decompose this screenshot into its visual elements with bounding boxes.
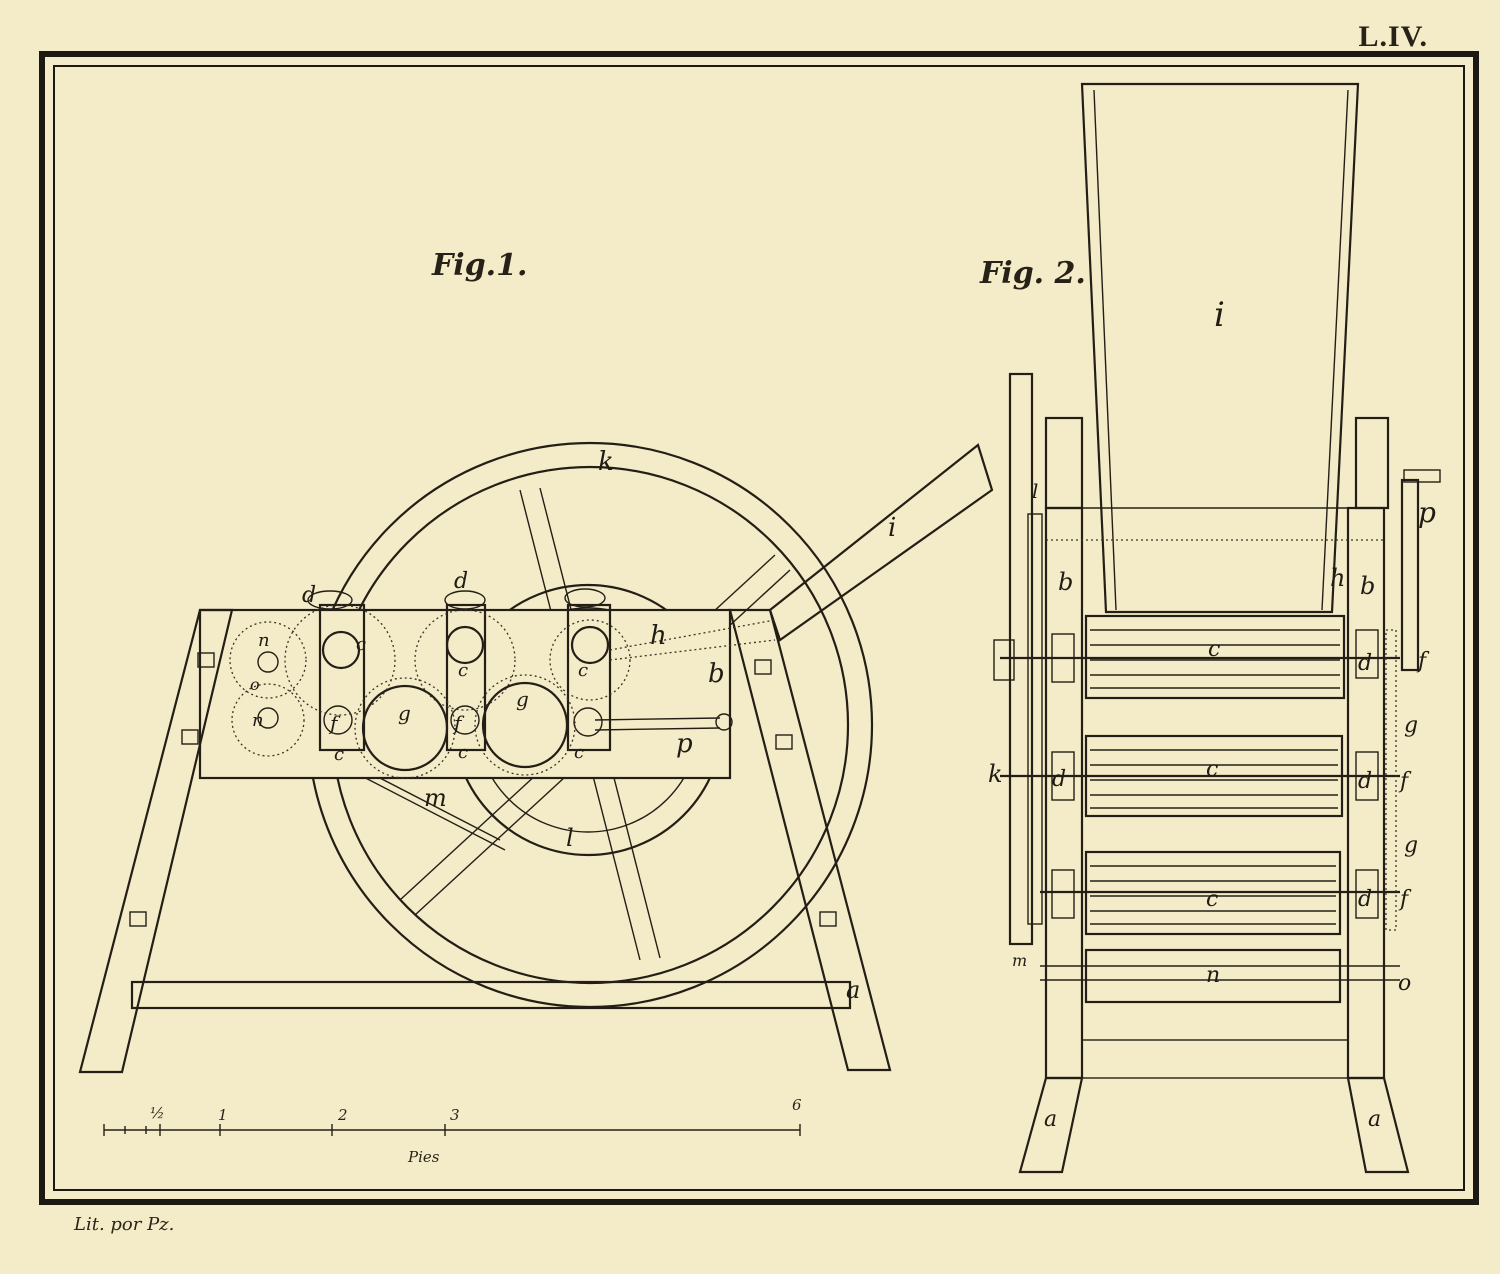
inner-frame xyxy=(53,65,1465,1191)
scale-tick-3: 3 xyxy=(450,1106,460,1124)
fig1-label-h: h xyxy=(650,621,667,651)
fig2-label-g1: g xyxy=(1404,713,1418,738)
fig2-label-d1: d xyxy=(1358,651,1372,676)
fig1-label-d1: d xyxy=(302,583,316,608)
scale-tick-2: 2 xyxy=(337,1106,348,1124)
fig2-label-k: k xyxy=(988,760,1003,788)
fig2-label-c2: c xyxy=(1206,757,1218,782)
fig1-label-c6: c xyxy=(574,742,584,763)
fig2-label-a2: a xyxy=(1368,1107,1381,1132)
lithographer-credit: Lit. por Pz. xyxy=(74,1214,175,1235)
fig2-label-c3: c xyxy=(1206,887,1218,912)
scale-unit-label: Pies xyxy=(407,1148,440,1166)
fig1-label-b: b xyxy=(708,659,725,689)
scale-tick-half: ½ xyxy=(150,1104,165,1122)
fig1-label-l: l xyxy=(566,824,574,852)
fig2-label-d2: d xyxy=(1052,767,1066,792)
fig1-label-a: a xyxy=(846,976,860,1004)
figure-2-labels: i l h b b p c d d f g c d f g c d f k m … xyxy=(988,295,1436,1132)
fig1-label-o: o xyxy=(250,675,260,694)
fig1-label-i: i xyxy=(888,513,896,543)
figure-2-title: Fig. 2. xyxy=(980,256,1086,291)
scale-tick-6: 6 xyxy=(792,1096,802,1114)
fig1-label-c1: c xyxy=(356,634,366,655)
fig1-label-n1: n xyxy=(258,630,270,651)
fig2-label-g2: g xyxy=(1404,833,1418,858)
fig2-label-n: n xyxy=(1206,963,1220,988)
fig2-label-d3: d xyxy=(1358,769,1372,794)
fig1-label-d2: d xyxy=(454,569,468,594)
fig1-label-n2: n xyxy=(252,710,264,731)
fig1-label-g2: g xyxy=(516,687,529,711)
fig2-label-f1: f xyxy=(1416,649,1430,674)
fig2-label-f3: f xyxy=(1398,887,1412,912)
scale-bar: ½ 1 2 3 6 Pies xyxy=(103,1096,802,1166)
fig1-label-m: m xyxy=(424,784,447,812)
fig2-label-b1: b xyxy=(1058,568,1073,596)
fig2-label-l: l xyxy=(1032,479,1038,503)
fig2-label-i: i xyxy=(1214,295,1225,335)
fig1-label-c4: c xyxy=(334,744,344,765)
fig2-label-c1: c xyxy=(1208,637,1220,662)
fig2-label-m: m xyxy=(1012,951,1027,970)
fig2-label-d4: d xyxy=(1358,887,1372,912)
fig1-label-c5: c xyxy=(458,742,468,763)
figure-2-drawing xyxy=(993,82,1441,1174)
fig1-label-k: k xyxy=(598,447,614,477)
fig1-label-c3: c xyxy=(578,660,588,681)
fig2-label-o: o xyxy=(1398,971,1411,996)
fig2-label-p: p xyxy=(1418,496,1436,529)
fig1-label-c2: c xyxy=(458,660,468,681)
fig1-label-g1: g xyxy=(398,701,411,725)
scale-tick-1: 1 xyxy=(218,1106,228,1124)
fig2-label-f2: f xyxy=(1398,769,1412,794)
plate-number: L.IV. xyxy=(1358,20,1428,53)
fig1-label-p: p xyxy=(676,729,693,759)
figure-1-title: Fig.1. xyxy=(432,248,528,283)
outer-frame xyxy=(39,51,1479,1205)
fig2-label-h: h xyxy=(1330,564,1345,592)
fig2-label-b2: b xyxy=(1360,572,1375,600)
fig2-label-a1: a xyxy=(1044,1107,1057,1132)
figure-1-drawing xyxy=(78,441,994,1074)
